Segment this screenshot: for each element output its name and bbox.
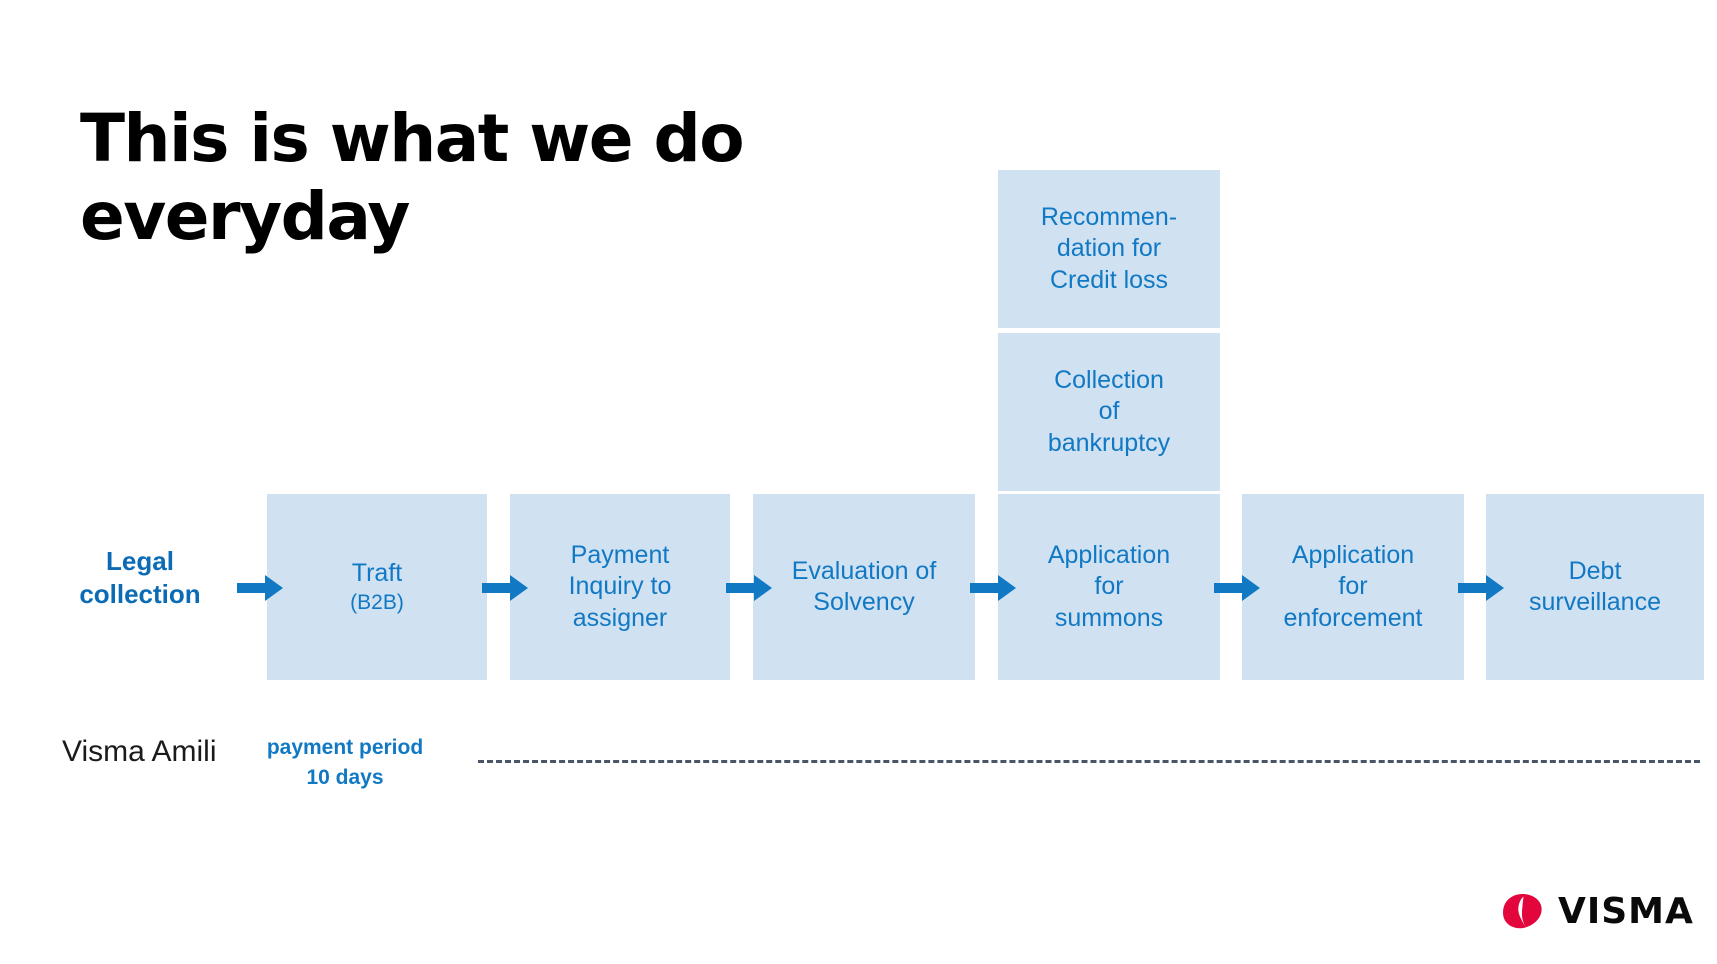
page-title: This is what we do everyday: [80, 100, 745, 255]
flow-box-label: Recommen- dation for Credit loss: [1040, 203, 1178, 294]
flow-box-label: Traft: [351, 558, 403, 587]
visma-wordmark: VISMA: [1558, 891, 1694, 932]
flow-box-label: Debt surveillance: [1528, 556, 1661, 616]
arrow-right-icon: [970, 575, 1016, 601]
flow-box-evaluation-of-solvency[interactable]: Evaluation of Solvency: [753, 494, 975, 680]
flow-box-debt-surveillance[interactable]: Debt surveillance: [1486, 494, 1704, 680]
arrow-right-icon: [1458, 575, 1504, 601]
flow-box-label: Collection of bankruptcy: [1047, 366, 1171, 457]
product-label-visma-amili: Visma Amili: [62, 735, 217, 768]
flow-box-application-for-enforcement[interactable]: Application for enforcement: [1242, 494, 1464, 680]
arrow-right-icon: [726, 575, 772, 601]
flow-box-label: Evaluation of Solvency: [791, 556, 937, 616]
flow-box-label: Application for summons: [1047, 541, 1171, 632]
payment-period-label: payment period 10 days: [266, 736, 424, 790]
flow-box-collection-of-bankruptcy[interactable]: Collection of bankruptcy: [998, 333, 1220, 491]
visma-swoosh-icon: [1502, 894, 1546, 930]
flow-row-label-legal-collection: Legal collection: [79, 546, 201, 609]
flow-box-label: Payment Inquiry to assigner: [568, 541, 672, 632]
flow-box-payment-inquiry[interactable]: Payment Inquiry to assigner: [510, 494, 730, 680]
arrow-right-icon: [237, 575, 283, 601]
flow-box-traft[interactable]: Traft (B2B): [267, 494, 487, 680]
flow-box-recommendation-credit-loss[interactable]: Recommen- dation for Credit loss: [998, 170, 1220, 328]
flow-box-sublabel: (B2B): [350, 590, 404, 614]
timeline-dashed-line: [478, 760, 1700, 763]
arrow-right-icon: [482, 575, 528, 601]
visma-logo: VISMA: [1502, 889, 1694, 935]
flow-box-application-for-summons[interactable]: Application for summons: [998, 494, 1220, 680]
arrow-right-icon: [1214, 575, 1260, 601]
flow-box-label: Application for enforcement: [1283, 541, 1423, 632]
